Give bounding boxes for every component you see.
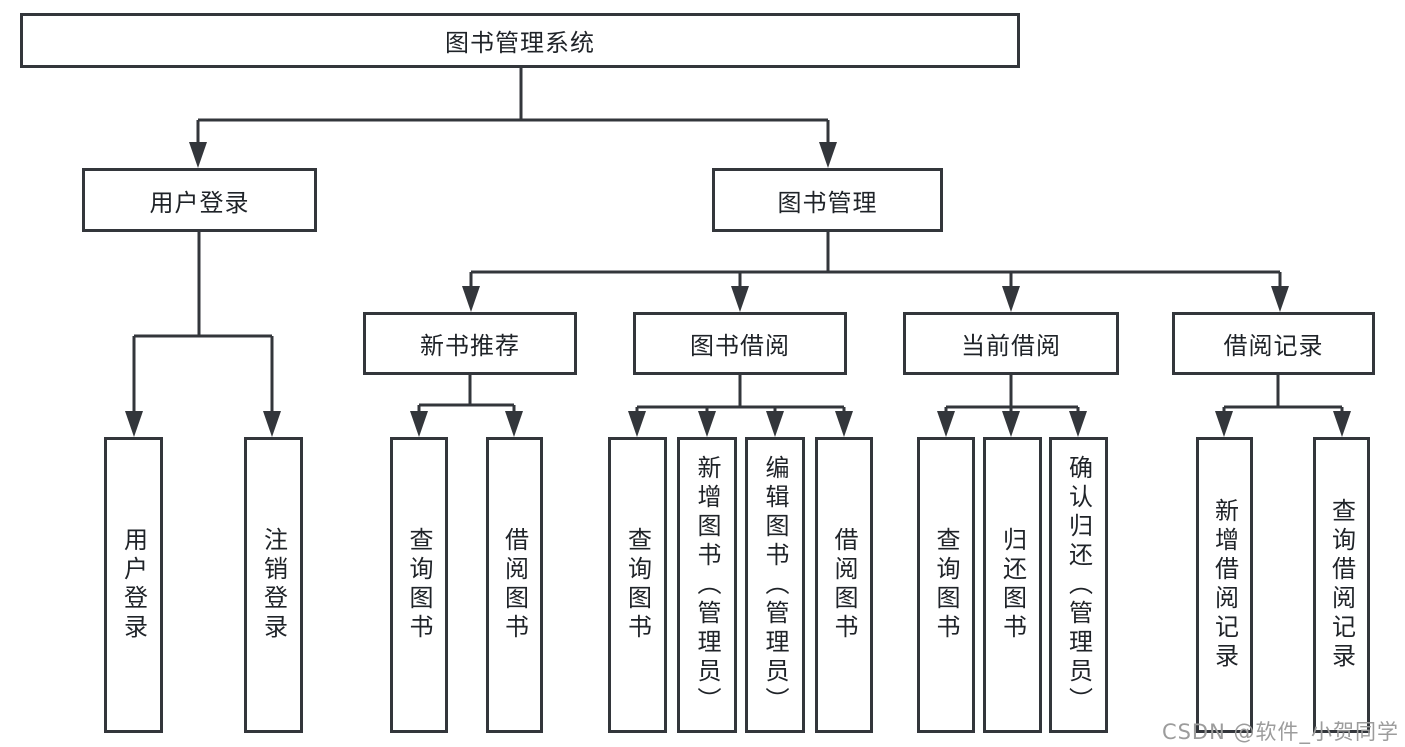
leaf-borrowing-query-books-label: 查询图书 [623,527,652,643]
leaf-current-query-books: 查询图书 [917,437,975,733]
leaf-add-borrow-record-label: 新增借阅记录 [1210,498,1239,672]
leaf-newbook-borrow-books: 借阅图书 [486,437,543,733]
node-borrowing-records-label: 借阅记录 [1223,332,1324,360]
leaf-query-borrow-record: 查询借阅记录 [1313,437,1370,733]
leaf-add-borrow-record: 新增借阅记录 [1196,437,1253,733]
leaf-user-login-label: 用户登录 [119,527,148,643]
node-book-management-label: 图书管理 [777,188,878,217]
leaf-return-books-label: 归还图书 [998,527,1027,643]
leaf-add-books-admin: 新增图书（管理员） [677,437,737,733]
leaf-user-login: 用户登录 [104,437,163,733]
node-new-book-recommend-label: 新书推荐 [420,332,520,360]
arrowheads [125,142,1351,437]
node-user-login-label: 用户登录 [149,188,250,217]
node-new-book-recommend: 新书推荐 [363,312,577,375]
leaf-logout-label: 注销登录 [259,527,288,643]
node-root-label: 图书管理系统 [445,29,595,57]
leaf-edit-books-admin-label: 编辑图书（管理员） [761,454,789,716]
leaf-newbook-borrow-books-label: 借阅图书 [500,527,529,643]
leaf-borrowing-borrow-books: 借阅图书 [815,437,873,733]
leaf-logout: 注销登录 [244,437,303,733]
leaf-query-borrow-record-label: 查询借阅记录 [1327,498,1356,672]
csdn-watermark: CSDN @软件_小贺同学 [1161,720,1399,744]
node-current-borrowing-label: 当前借阅 [961,332,1061,360]
node-book-borrowing-label: 图书借阅 [690,332,790,360]
node-root-library-system: 图书管理系统 [20,13,1020,68]
leaf-newbook-query-books-label: 查询图书 [405,527,433,643]
node-book-management: 图书管理 [712,168,943,232]
leaf-borrowing-query-books: 查询图书 [608,437,667,733]
leaf-add-books-admin-label: 新增图书（管理员） [693,454,721,716]
node-book-borrowing: 图书借阅 [633,312,847,375]
leaf-borrowing-borrow-books-label: 借阅图书 [830,527,858,643]
leaf-newbook-query-books: 查询图书 [390,437,448,733]
node-current-borrowing: 当前借阅 [903,312,1119,375]
node-borrowing-records: 借阅记录 [1172,312,1375,375]
leaf-confirm-return-admin: 确认归还（管理员） [1049,437,1108,733]
leaf-return-books: 归还图书 [983,437,1042,733]
leaf-edit-books-admin: 编辑图书（管理员） [745,437,805,733]
leaf-current-query-books-label: 查询图书 [932,527,960,643]
leaf-confirm-return-admin-label: 确认归还（管理员） [1064,454,1093,716]
node-user-login: 用户登录 [82,168,317,232]
